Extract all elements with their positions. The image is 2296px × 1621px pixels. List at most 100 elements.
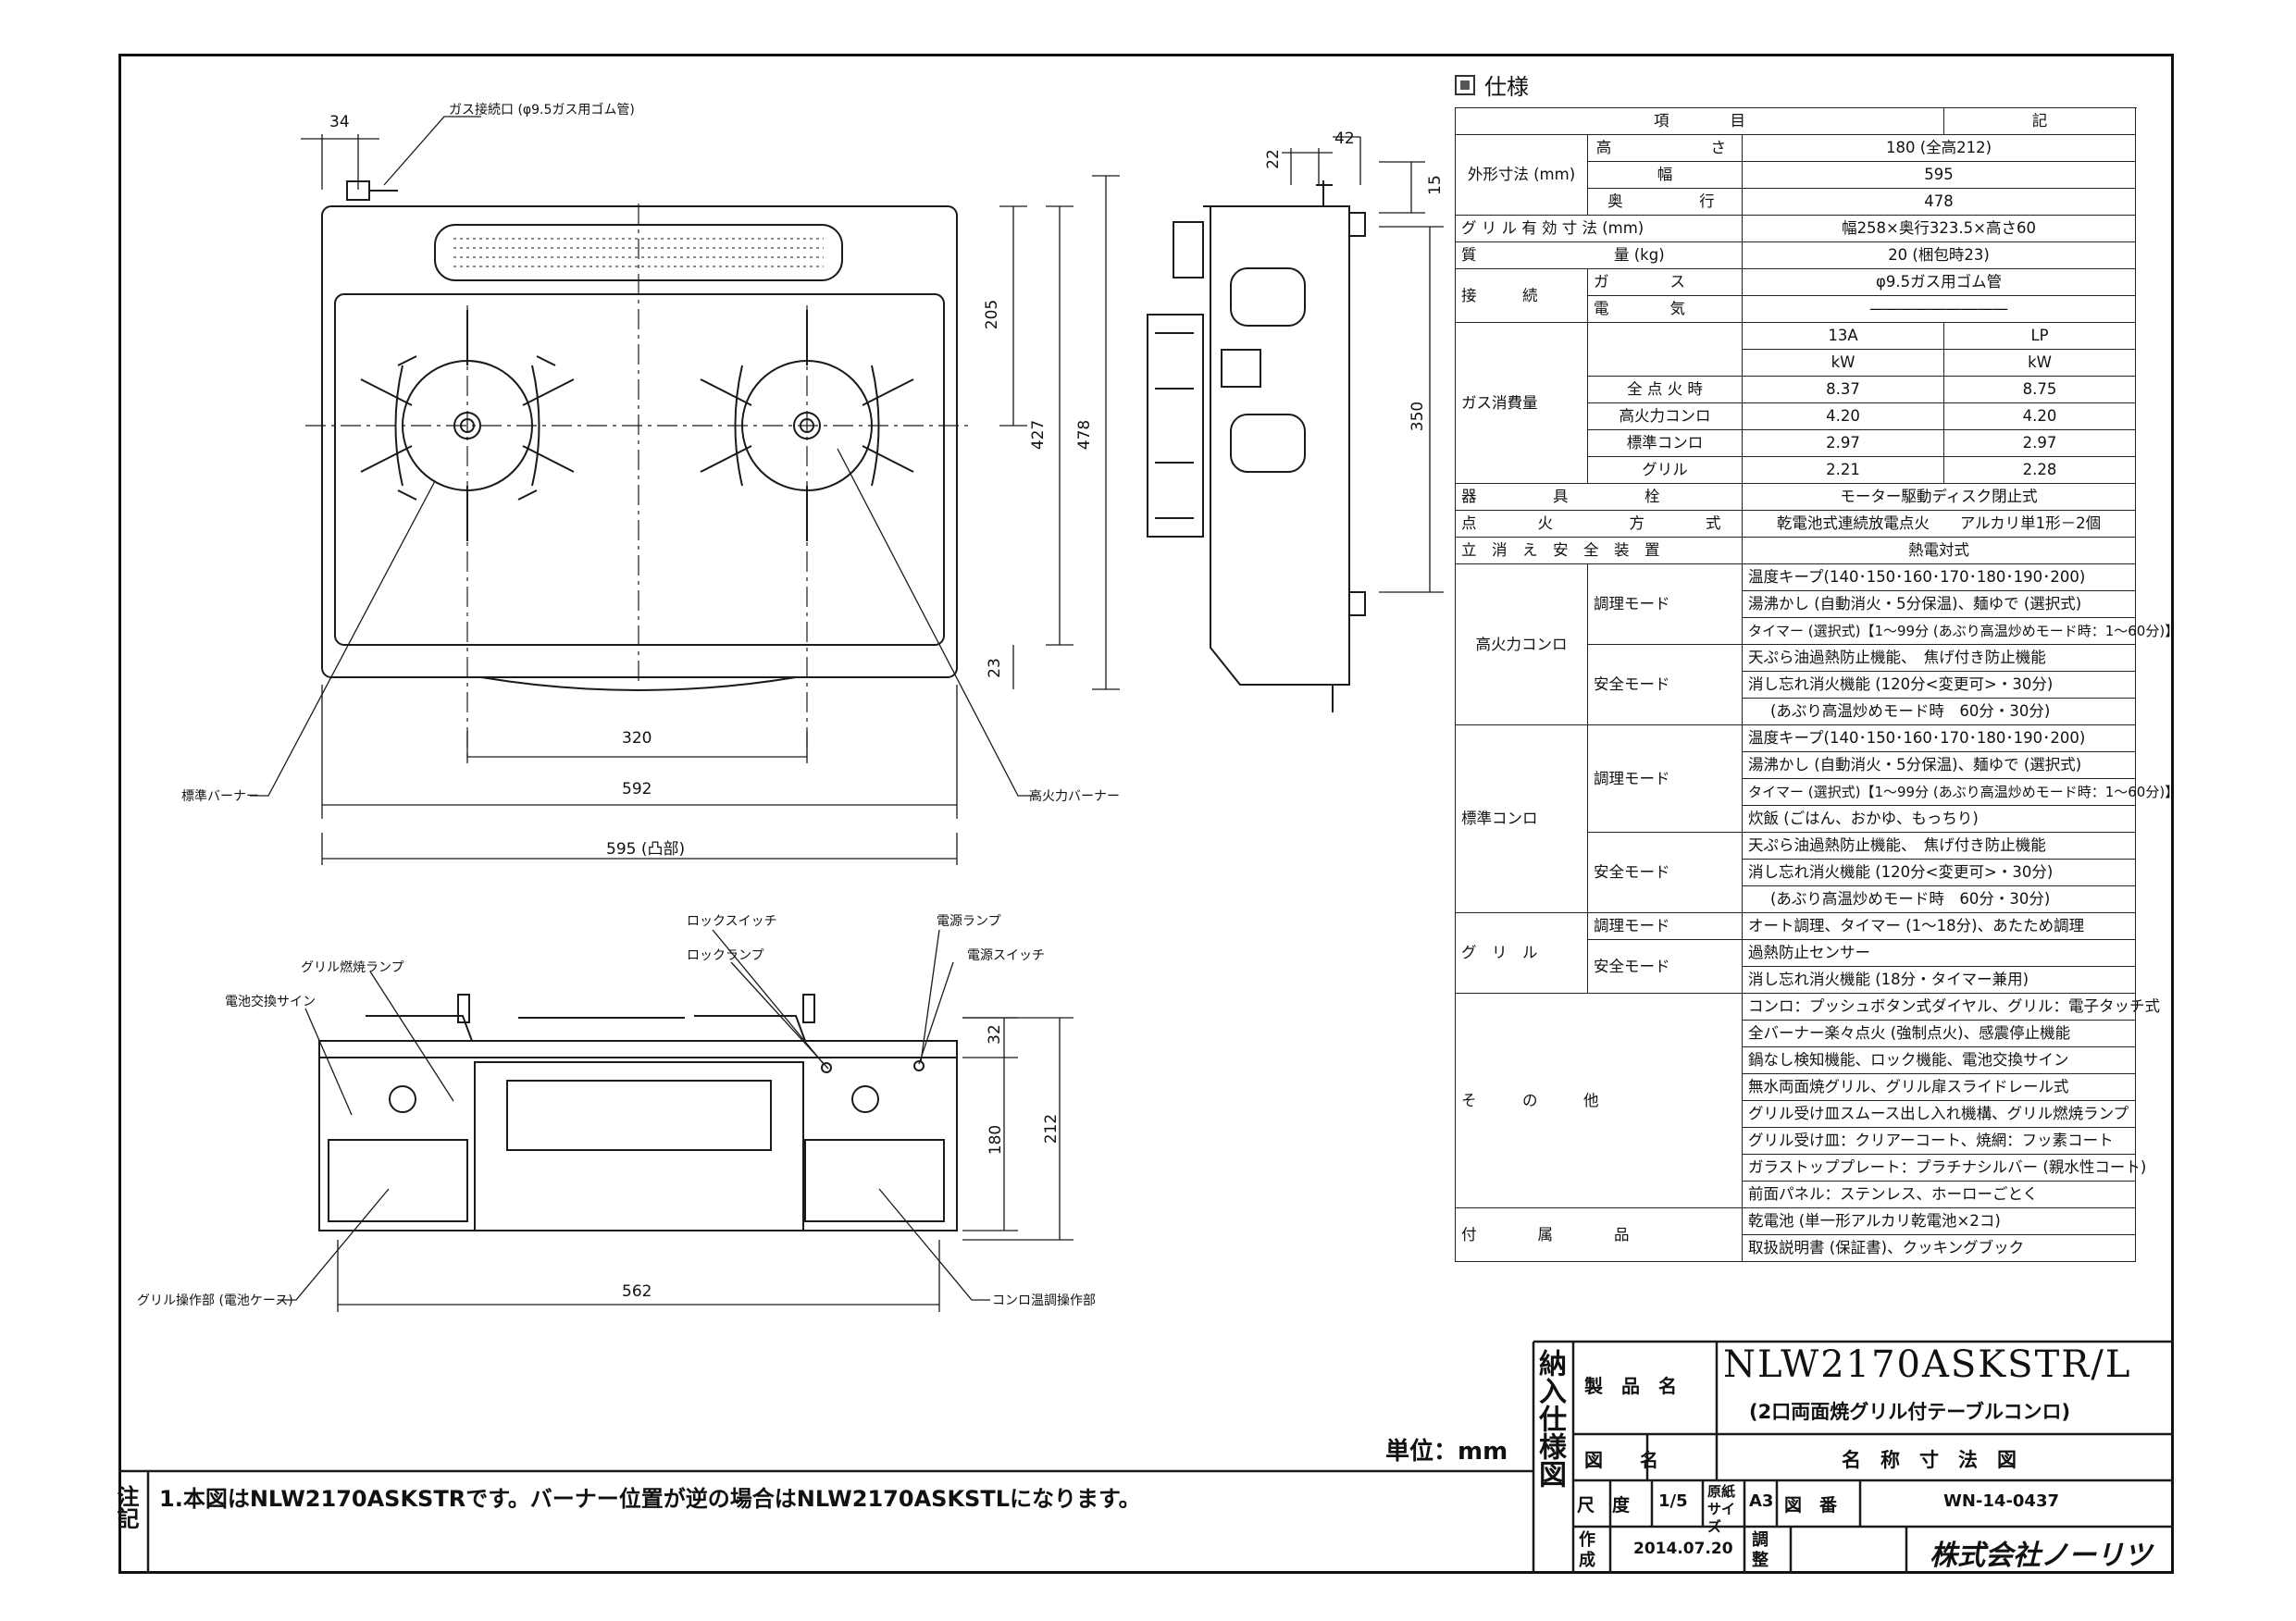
all-fire-label: 全 点 火 時 [1587, 376, 1743, 403]
consumption-blank [1587, 322, 1743, 377]
spec-table: 項 目 記 外形寸法 (mm) 高 さ 180 (全高212) 幅 595 奥 … [1454, 107, 2178, 1262]
dim-205: 205 [983, 299, 1002, 330]
table-row: グリル 2.21 2.28 [1456, 456, 2137, 484]
safety-label: 立 消 え 安 全 装 置 [1455, 537, 1743, 564]
header-item: 項 目 [1454, 107, 1945, 135]
kw-13a: kW [1741, 349, 1945, 377]
lock-switch-label: ロックスイッチ [687, 914, 777, 929]
table-row: 湯沸かし (自動消火・5分保温)、麺ゆで (選択式) [1456, 590, 2137, 618]
other-4: 無水両面焼グリル、グリル扉スライドレール式 [1741, 1073, 2137, 1101]
table-row: 安全モード 天ぷら油過熱防止機能、 焦げ付き防止機能 [1456, 644, 2137, 725]
right-burner [700, 310, 914, 541]
accessory-2: 取扱説明書 (保証書)、クッキングブック [1741, 1234, 2137, 1262]
drawing-name-label: 図 名 [1584, 1449, 1658, 1471]
lock-lamp-label: ロックランプ [687, 948, 764, 963]
table-row: 安全モード 天ぷら油過熱防止機能、 焦げ付き防止機能 [1456, 832, 2137, 913]
table-row: 器 具 栓 モーター駆動ディスク閉止式 [1455, 483, 2137, 511]
width-label: 幅 [1587, 161, 1743, 189]
table-row: 安全モード 過熱防止センサー [1456, 939, 2137, 994]
grill-lamp-label: グリル燃焼ランプ [301, 960, 404, 975]
table-row: 標準コンロ 調理モード 温度キープ(140･150･160･170･180･19… [1455, 724, 2137, 913]
top-view [250, 116, 1120, 865]
dim-180: 180 [987, 1124, 1006, 1156]
high-stove-label: 高火力コンロ [1587, 402, 1743, 430]
grill-control-label: グリル操作部 (電池ケース) [137, 1293, 293, 1308]
grill-lp: 2.28 [1943, 456, 2137, 484]
table-row: グリル受け皿スムース出し入れ機構、グリル燃焼ランプ [1456, 1100, 2137, 1128]
other-5: グリル受け皿スムース出し入れ機構、グリル燃焼ランプ [1741, 1100, 2137, 1128]
hc-adj-2: 湯沸かし (自動消火・5分保温)、麺ゆで (選択式) [1741, 590, 2137, 618]
sc-adj-2: 湯沸かし (自動消火・5分保温)、麺ゆで (選択式) [1741, 751, 2137, 779]
high-stove-lp: 4.20 [1943, 402, 2137, 430]
paper-size-value: A3 [1749, 1491, 1774, 1511]
sc-safe-mode: 安全モード [1587, 832, 1743, 913]
gr-safe-1: 過熱防止センサー [1741, 939, 2137, 967]
height-value: 180 (全高212) [1741, 134, 2137, 162]
table-row: 付 属 品 乾電池 (単一形アルカリ乾電池×2コ) [1455, 1207, 2137, 1262]
note-line-1: 1.本図はNLW2170ASKSTRです。バーナー位置が逆の場合はNLW2170… [159, 1486, 1141, 1512]
sc-safe-1: 天ぷら油過熱防止機能、 焦げ付き防止機能 [1741, 832, 2137, 860]
hc-label: 高火力コンロ [1455, 563, 1588, 725]
hc-adj-3: タイマー (選択式)【1～99分 (あぶり高温炒めモード時：1～60分)】 [1741, 617, 2178, 645]
product-name: NLW2170ASKSTR/L [1723, 1343, 2132, 1386]
other-7: ガラストッププレート：プラチナシルバー (親水性コート) [1741, 1154, 2146, 1182]
front-view [278, 929, 1074, 1312]
table-row: kW kW [1456, 349, 2137, 377]
grill-label: グリル [1587, 456, 1743, 484]
other-6: グリル受け皿：クリアーコート、焼網：フッ素コート [1741, 1127, 2137, 1155]
sc-safe-2: 消し忘れ消火機能 (120分<変更可>・30分) [1741, 859, 2137, 886]
width-value: 595 [1741, 161, 2137, 189]
height-label: 高 さ [1587, 134, 1743, 162]
elec-value: ――――――――― [1741, 295, 2137, 323]
table-row: 取扱説明書 (保証書)、クッキングブック [1456, 1234, 2137, 1262]
table-row: グ リ ル 調理モード オート調理、タイマー (1～18分)、あたため調理 [1455, 912, 2137, 994]
dim-32: 32 [985, 1024, 1004, 1045]
dim-212: 212 [1042, 1113, 1061, 1145]
dim-42: 42 [1334, 130, 1355, 148]
gr-safe-mode: 安全モード [1587, 939, 1743, 994]
sc-adj-4: 炊飯 (ごはん、おかゆ、もっちり) [1741, 805, 2137, 833]
dim-15: 15 [1425, 175, 1445, 195]
depth-value: 478 [1741, 188, 2137, 216]
created-label: 作成 [1579, 1530, 1595, 1570]
dim-350: 350 [1409, 401, 1428, 432]
dim-34: 34 [329, 113, 350, 131]
table-row: グリル受け皿：クリアーコート、焼網：フッ素コート [1456, 1127, 2137, 1155]
dim-320: 320 [622, 729, 652, 748]
mass-value: 20 (梱包時23) [1741, 241, 2137, 269]
depth-label: 奥 行 [1587, 188, 1743, 216]
mass-label: 質 量 (kg) [1455, 241, 1743, 269]
table-row: そ の 他 コンロ：プッシュボタン式ダイヤル、グリル：電子タッチ式 [1455, 993, 2160, 1208]
accessory-1: 乾電池 (単一形アルカリ乾電池×2コ) [1741, 1207, 2137, 1235]
valve-label: 器 具 栓 [1455, 483, 1743, 511]
header-value: 記 [1943, 107, 2137, 135]
company-logo: 株式会社ノーリツ [1930, 1540, 2152, 1572]
sc-adj-mode: 調理モード [1587, 724, 1743, 833]
gr-adj-mode: 調理モード [1587, 912, 1743, 940]
sc-adj-1: 温度キープ(140･150･160･170･180･190･200) [1741, 724, 2137, 752]
left-burner [360, 310, 575, 541]
table-row: 前面パネル：ステンレス、ホーローごとく [1456, 1181, 2137, 1208]
other-1: コンロ：プッシュボタン式ダイヤル、グリル：電子タッチ式 [1741, 993, 2160, 1021]
product-subtitle: (2口両面焼グリル付テーブルコンロ) [1749, 1401, 2071, 1423]
ignition-label: 点 火 方 式 [1455, 510, 1743, 538]
scale-label: 尺 度 [1577, 1495, 1631, 1516]
high-power-burner-label: 高火力バーナー [1029, 789, 1120, 804]
drawing-number: WN-14-0437 [1943, 1491, 2060, 1511]
gas-value: φ9.5ガス用ゴム管 [1741, 268, 2137, 296]
other-2: 全バーナー楽々点火 (強制点火)、感震停止機能 [1741, 1020, 2137, 1047]
sc-safe-3: (あぶり高温炒めモード時 60分・30分) [1741, 885, 2137, 913]
all-fire-lp: 8.75 [1943, 376, 2137, 403]
dim-595: 595 (凸部) [606, 840, 686, 859]
kw-lp: kW [1943, 349, 2137, 377]
table-row: 高火力コンロ 4.20 4.20 [1456, 402, 2137, 430]
dim-23: 23 [985, 658, 1004, 678]
outer-dim-label: 外形寸法 (mm) [1455, 134, 1588, 216]
table-row: 高火力コンロ 調理モード 温度キープ(140･150･160･170･180･1… [1455, 563, 2137, 725]
drawing-name: 名 称 寸 法 図 [1842, 1449, 2017, 1471]
grill-13a: 2.21 [1741, 456, 1945, 484]
gr-safe-2: 消し忘れ消火機能 (18分・タイマー兼用) [1741, 966, 2137, 994]
check-label: 調整 [1752, 1530, 1769, 1570]
consumption-label: ガス消費量 [1455, 322, 1588, 484]
